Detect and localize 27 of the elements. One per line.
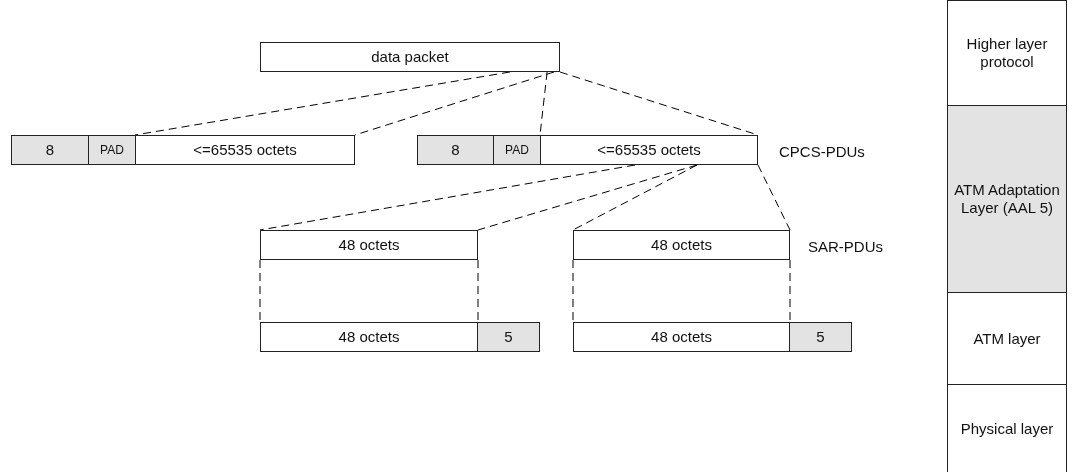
- dashed-line: [572, 259, 574, 323]
- layer-box: Physical layer: [947, 384, 1067, 472]
- dashed-line: [354, 71, 555, 136]
- field-box: 5: [789, 322, 852, 352]
- field-box: 5: [477, 322, 540, 352]
- dashed-line: [477, 259, 479, 323]
- field-box: 8: [417, 135, 494, 165]
- dashed-line: [259, 259, 261, 323]
- field-box: PAD: [493, 135, 541, 165]
- field-box: 48 octets: [573, 230, 790, 260]
- field-box: <=65535 octets: [135, 135, 355, 165]
- field-box: <=65535 octets: [540, 135, 758, 165]
- dashed-line: [757, 164, 791, 231]
- field-box: 8: [11, 135, 89, 165]
- row-label: CPCS-PDUs: [779, 142, 865, 162]
- layer-box: ATM Adaptation Layer (AAL 5): [947, 105, 1067, 293]
- field-box: 48 octets: [573, 322, 790, 352]
- dashed-line: [789, 259, 791, 323]
- field-box: 48 octets: [260, 230, 478, 260]
- layer-box: ATM layer: [947, 292, 1067, 385]
- field-box: data packet: [260, 42, 560, 72]
- dashed-line: [572, 164, 698, 231]
- field-box: 48 octets: [260, 322, 478, 352]
- layer-box: Higher layer protocol: [947, 0, 1067, 106]
- field-box: PAD: [88, 135, 136, 165]
- dashed-line: [477, 164, 698, 231]
- row-label: SAR-PDUs: [808, 237, 883, 257]
